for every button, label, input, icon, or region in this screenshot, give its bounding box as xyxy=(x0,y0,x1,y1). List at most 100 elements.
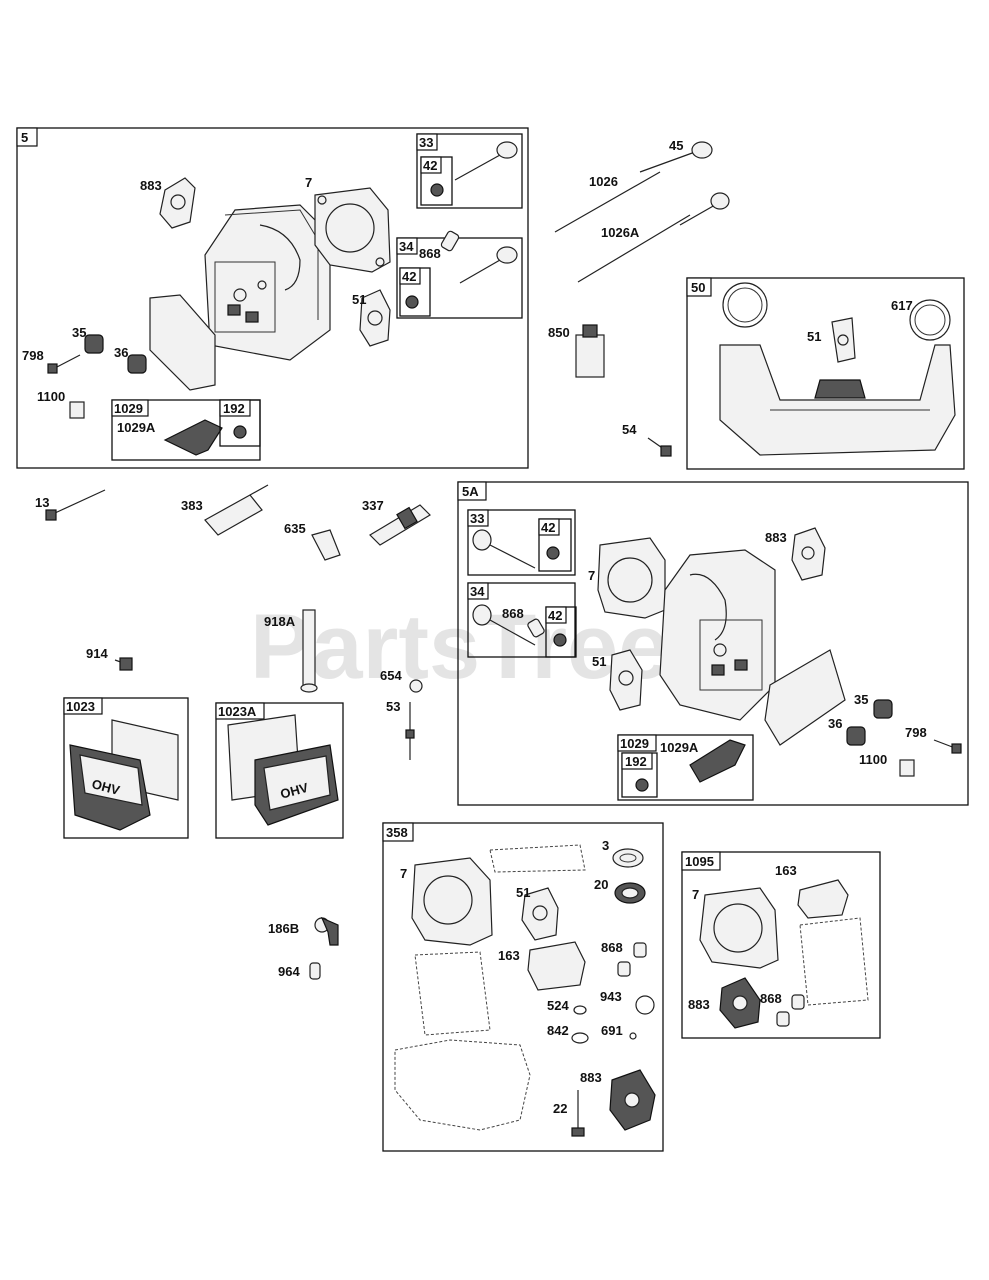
label-13: 13 xyxy=(35,495,49,510)
label-868: 868 xyxy=(419,246,441,261)
part-850-sealant[interactable]: 850 xyxy=(548,324,605,378)
part-691-ring[interactable]: 691 xyxy=(601,1023,637,1040)
part-654-nut[interactable]: 654 xyxy=(380,668,423,693)
group-34-5A[interactable]: 34 868 42 xyxy=(467,582,577,658)
label-35: 35 xyxy=(854,692,868,707)
group-42-label: 42 xyxy=(548,608,562,623)
label-842: 842 xyxy=(547,1023,569,1038)
label-53: 53 xyxy=(386,699,400,714)
rocker-cover-gasket-358[interactable] xyxy=(414,951,491,1036)
label-883: 883 xyxy=(765,530,787,545)
part-51-gasket[interactable]: 51 xyxy=(352,289,391,347)
group-1023A-label: 1023A xyxy=(218,704,257,719)
group-1095[interactable]: 1095 7 163 883 868 xyxy=(681,851,881,1039)
part-35-spring-5A[interactable]: 35 xyxy=(854,692,893,719)
part-163-gasket-358[interactable]: 163 xyxy=(498,941,586,991)
cylinder-head-5A[interactable] xyxy=(659,549,776,721)
part-635-boot[interactable]: 635 xyxy=(284,521,341,561)
label-51: 51 xyxy=(807,329,821,344)
part-883-gasket-358[interactable]: 883 xyxy=(580,1069,656,1131)
rocker-cover-gasket-5A[interactable] xyxy=(764,649,846,746)
group-33-5A[interactable]: 33 42 xyxy=(467,509,576,576)
part-868-seals-1095[interactable]: 868 xyxy=(760,991,805,1027)
part-35-spring[interactable]: 35 xyxy=(72,325,104,354)
label-337: 337 xyxy=(362,498,384,513)
gasket-strip[interactable] xyxy=(489,844,586,873)
part-914-bolt[interactable]: 914 xyxy=(86,646,133,671)
part-964-plug[interactable]: 964 xyxy=(278,962,321,980)
part-13-bolt[interactable]: 13 xyxy=(35,489,106,521)
part-20-seal[interactable]: 20 xyxy=(594,877,646,904)
part-51-gasket-358[interactable]: 51 xyxy=(516,885,559,941)
label-186B: 186B xyxy=(268,921,299,936)
group-358[interactable]: 358 7 51 3 20 163 868 xyxy=(382,822,664,1152)
label-850: 850 xyxy=(548,325,570,340)
group-50[interactable]: 50 51 617 xyxy=(686,277,965,470)
group-33-label: 33 xyxy=(419,135,433,150)
part-798-bolt[interactable]: 798 xyxy=(22,348,81,374)
part-163-gasket-1095[interactable]: 163 xyxy=(775,863,849,919)
part-45-valve[interactable]: 45 xyxy=(639,138,713,173)
part-36-spring[interactable]: 36 xyxy=(114,345,147,374)
part-36-spring-5A[interactable]: 36 xyxy=(828,716,866,746)
part-1100-clip-5A[interactable]: 1100 xyxy=(859,752,915,777)
part-53-stud[interactable]: 53 xyxy=(386,699,415,760)
group-1023A[interactable]: 1023A OHV xyxy=(215,702,344,839)
part-883-gasket[interactable]: 883 xyxy=(140,177,196,229)
part-3-seal[interactable]: 3 xyxy=(602,838,644,868)
part-7-head-gasket-358[interactable]: 7 xyxy=(400,857,493,946)
group-1023-label: 1023 xyxy=(66,699,95,714)
label-964: 964 xyxy=(278,964,300,979)
part-7-head-gasket[interactable]: 7 xyxy=(305,175,391,273)
label-914: 914 xyxy=(86,646,108,661)
group-1029[interactable]: 1029 1029A 192 xyxy=(111,399,261,461)
label-524: 524 xyxy=(547,998,569,1013)
group-34-label: 34 xyxy=(399,239,414,254)
part-524-ring[interactable]: 524 xyxy=(547,998,587,1015)
part-918A-tube[interactable]: 918A xyxy=(264,609,318,693)
watermark: PartsTree xyxy=(250,596,669,698)
part-842-ring[interactable]: 842 xyxy=(547,1023,589,1044)
label-383: 383 xyxy=(181,498,203,513)
label-883: 883 xyxy=(688,997,710,1012)
group-50-label: 50 xyxy=(691,280,705,295)
label-798: 798 xyxy=(22,348,44,363)
part-186B-fitting[interactable]: 186B xyxy=(268,916,339,946)
part-54-bolt[interactable]: 54 xyxy=(622,422,672,457)
group-5[interactable]: 5 883 7 51 xyxy=(16,127,529,469)
group-33[interactable]: 33 42 xyxy=(416,133,523,209)
part-1026A-pushrod[interactable]: 1026A xyxy=(577,192,730,283)
part-943-ring[interactable]: 943 xyxy=(600,989,655,1015)
part-22-bolt[interactable]: 22 xyxy=(553,1090,585,1137)
part-1100-clip[interactable]: 1100 xyxy=(37,389,85,419)
part-883-gasket-5A[interactable]: 883 xyxy=(765,527,826,581)
label-1100: 1100 xyxy=(37,389,65,404)
part-51-gasket-5A[interactable]: 51 xyxy=(592,649,643,711)
part-868-seals-358[interactable]: 868 xyxy=(601,940,647,977)
group-1023[interactable]: 1023 OHV xyxy=(63,697,189,839)
cylinder-head-5[interactable] xyxy=(204,204,331,361)
rocker-cover-gasket-1095[interactable] xyxy=(799,917,869,1006)
part-883-gasket-1095[interactable]: 883 xyxy=(688,977,761,1029)
group-34[interactable]: 34 868 42 xyxy=(396,230,523,319)
label-45: 45 xyxy=(669,138,683,153)
label-883: 883 xyxy=(580,1070,602,1085)
rocker-cover-gasket[interactable] xyxy=(149,294,216,391)
part-7-head-gasket-1095[interactable]: 7 xyxy=(692,887,779,969)
group-1029-5A[interactable]: 1029 1029A 192 xyxy=(617,734,754,801)
label-51: 51 xyxy=(516,885,530,900)
crankcase-gasket[interactable] xyxy=(394,1039,531,1131)
group-33-label: 33 xyxy=(470,511,484,526)
label-635: 635 xyxy=(284,521,306,536)
ohv-logo-text: OHV xyxy=(279,780,310,802)
part-1026-pushrod[interactable]: 1026 xyxy=(554,171,661,233)
label-1029A: 1029A xyxy=(117,420,156,435)
part-337-spark-plug[interactable]: 337 xyxy=(362,498,431,546)
label-654: 654 xyxy=(380,668,402,683)
part-383-breather[interactable]: 383 xyxy=(181,484,269,536)
group-1095-label: 1095 xyxy=(685,854,714,869)
part-7-head-gasket-5A[interactable]: 7 xyxy=(588,537,666,619)
group-5A[interactable]: 5A 33 42 34 868 42 xyxy=(457,481,969,806)
part-798-bolt-5A[interactable]: 798 xyxy=(905,725,962,754)
